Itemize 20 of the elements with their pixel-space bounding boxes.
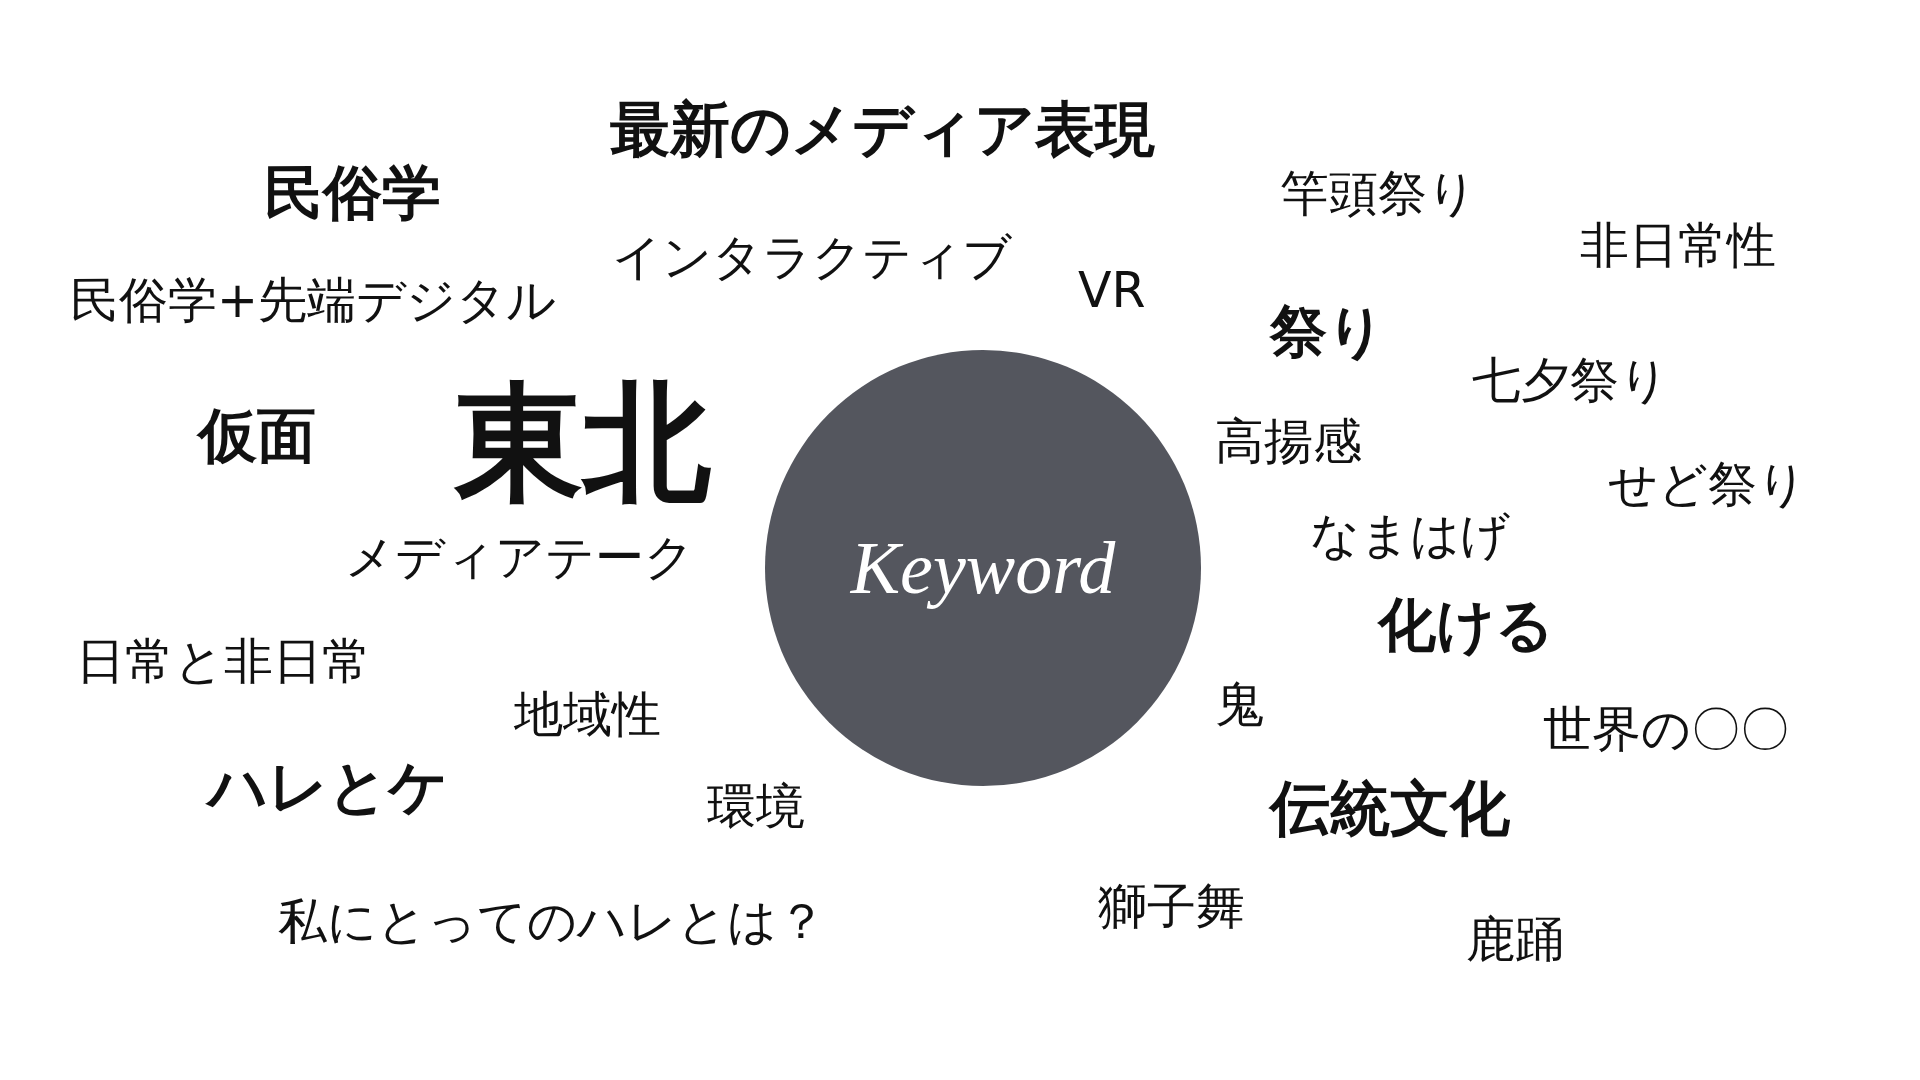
keyword-label: メディアテーク [345,532,694,582]
keyword-heading: 最新のメディア表現 [610,99,1155,159]
keyword-heading: 仮面 [198,405,316,465]
keyword-heading: 伝統文化 [1270,778,1510,838]
keyword-heading: 民俗学 [264,162,441,222]
keyword-label: VR [1078,265,1146,315]
keyword-label: 民俗学+先端デジタル [70,275,557,325]
keyword-label: インタラクティブ [612,232,1012,282]
keyword-label: 七夕祭り [1472,355,1669,405]
keyword-label: 地域性 [514,689,661,739]
keyword-label: 世界の〇〇 [1543,704,1789,754]
keyword-label: 日常と非日常 [76,636,371,686]
keyword-label: 獅子舞 [1098,881,1245,931]
keyword-label: 私にとってのハレとは？ [278,896,826,946]
keyword-label: 竿頭祭り [1280,168,1477,218]
keyword-label: 非日常性 [1580,220,1776,270]
keyword-label: せど祭り [1608,459,1807,509]
keyword-heading: 祭り [1270,302,1385,360]
keyword-label: なまはげ [1310,510,1510,560]
keyword-label: 鹿踊 [1466,914,1564,964]
